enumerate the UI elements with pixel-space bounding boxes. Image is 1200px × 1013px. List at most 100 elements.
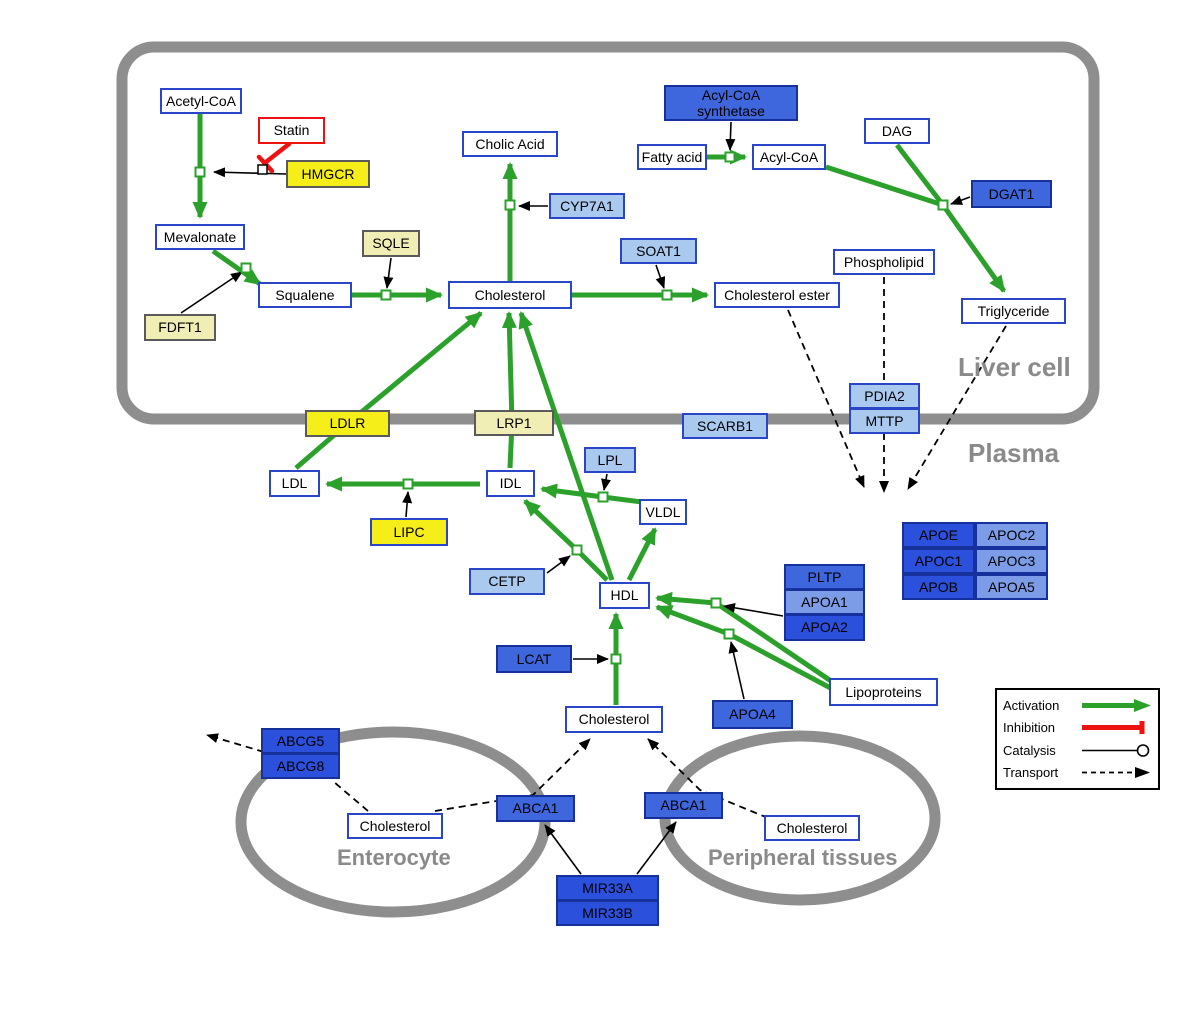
edge-hmgcr-catalysis (213, 167, 287, 178)
reaction-node (504, 199, 516, 211)
node-ldlr[interactable]: LDLR (305, 410, 390, 437)
node-mttp[interactable]: MTTP (849, 408, 920, 434)
edge-enterocyte-cholesterol-abcg (333, 781, 369, 812)
edge-soat1-catalysis (655, 264, 666, 289)
node-cholesterol-plasma[interactable]: Cholesterol (565, 706, 663, 733)
edge-hdl-cholesterol-liver (518, 311, 615, 581)
legend-catalysis-label: Catalysis (1003, 742, 1056, 758)
node-triglyceride[interactable]: Triglyceride (961, 298, 1066, 324)
node-lcat[interactable]: LCAT (496, 645, 572, 673)
node-lipoproteins[interactable]: Lipoproteins (829, 678, 938, 706)
node-cholesterol-enterocyte[interactable]: Cholesterol (347, 813, 443, 839)
reaction-node (724, 151, 736, 163)
edge-abcg-export (206, 733, 265, 753)
node-abca1-peripheral[interactable]: ABCA1 (644, 792, 723, 819)
node-ldl[interactable]: LDL (269, 470, 320, 497)
node-abcg5[interactable]: ABCG5 (261, 728, 340, 754)
reaction-node (380, 289, 392, 301)
edge-mevalonate-squalene (211, 248, 262, 287)
legend-row-inhibition: Inhibition (1003, 719, 1152, 737)
plasma-label: Plasma (968, 438, 1060, 468)
node-mir33b[interactable]: MIR33B (556, 900, 659, 926)
node-apob[interactable]: APOB (902, 574, 975, 600)
node-apoa4[interactable]: APOA4 (712, 700, 793, 729)
node-acyl-coa[interactable]: Acyl-CoA (752, 144, 826, 170)
node-sqle[interactable]: SQLE (362, 230, 420, 257)
node-dag[interactable]: DAG (864, 118, 930, 144)
reaction-node (240, 262, 252, 274)
node-acetyl-coa[interactable]: Acetyl-CoA (160, 88, 242, 114)
node-cholic-acid[interactable]: Cholic Acid (462, 131, 558, 157)
edge-apoa2-catalysis (723, 602, 784, 617)
edge-apoa4-catalysis (728, 641, 745, 700)
reaction-node (610, 653, 622, 665)
edge-lpl-catalysis (601, 473, 611, 491)
inhibition-tbar-icon (1082, 721, 1145, 735)
edge-lipc-catalysis (402, 491, 413, 518)
legend-row-transport: Transport (1003, 764, 1152, 782)
node-hdl[interactable]: HDL (599, 582, 650, 609)
statin-inhibition-tbar (256, 154, 275, 174)
node-acyl-coa-synthetase[interactable]: Acyl-CoA synthetase (664, 85, 798, 121)
node-phospholipid[interactable]: Phospholipid (833, 249, 935, 275)
node-soat1[interactable]: SOAT1 (620, 238, 697, 264)
catalysis-edges (180, 121, 971, 875)
node-cholesterol-peripheral[interactable]: Cholesterol (764, 815, 860, 841)
node-cetp[interactable]: CETP (469, 568, 545, 595)
node-vldl[interactable]: VLDL (639, 499, 687, 525)
edge-dgat1junction-triglyceride (940, 203, 1007, 293)
node-apoc1[interactable]: APOC1 (902, 548, 975, 574)
node-apoc3[interactable]: APOC3 (975, 548, 1048, 574)
liver-cell-label: Liver cell (958, 352, 1071, 382)
node-idl[interactable]: IDL (486, 470, 535, 497)
edge-statin-inhibition (263, 141, 292, 165)
reaction-node (661, 289, 673, 301)
reaction-node (194, 166, 206, 178)
node-apoa2[interactable]: APOA2 (784, 614, 865, 641)
node-pltp[interactable]: PLTP (784, 564, 865, 590)
edge-acylcoasynthetase-catalysis (725, 121, 736, 151)
node-mevalonate[interactable]: Mevalonate (155, 224, 245, 250)
inhibition-edges (256, 141, 292, 174)
node-apoa5[interactable]: APOA5 (975, 574, 1048, 600)
node-cholesterol-ester[interactable]: Cholesterol ester (714, 282, 840, 308)
reaction-node (723, 628, 735, 640)
node-abcg8[interactable]: ABCG8 (261, 753, 340, 779)
reaction-node (571, 544, 583, 556)
transport-arrow-icon (1082, 767, 1150, 779)
node-lpl[interactable]: LPL (584, 447, 636, 473)
edge-mir33-abca1-left (544, 824, 582, 875)
liver-cell-membrane (116, 41, 1100, 425)
node-apoe[interactable]: APOE (902, 522, 975, 548)
edge-mir33-abca1-right (636, 821, 677, 875)
reaction-node (402, 478, 414, 490)
node-hmgcr[interactable]: HMGCR (286, 160, 370, 188)
enterocyte-membrane (235, 726, 551, 918)
node-cholesterol-liver[interactable]: Cholesterol (448, 281, 572, 309)
node-cyp7a1[interactable]: CYP7A1 (549, 193, 625, 219)
node-statin[interactable]: Statin (258, 117, 325, 144)
node-apoc2[interactable]: APOC2 (975, 522, 1048, 548)
node-dgat1[interactable]: DGAT1 (971, 180, 1052, 208)
reaction-node (597, 491, 609, 503)
catalysis-circle-icon (1082, 743, 1150, 757)
reaction-node (710, 597, 722, 609)
node-mir33a[interactable]: MIR33A (556, 875, 659, 901)
node-pdia2[interactable]: PDIA2 (849, 383, 920, 409)
catalysis-modulation-node (257, 164, 268, 175)
node-fatty-acid[interactable]: Fatty acid (637, 144, 707, 170)
node-lrp1[interactable]: LRP1 (474, 410, 554, 436)
node-lipc[interactable]: LIPC (370, 518, 448, 546)
node-squalene[interactable]: Squalene (258, 282, 352, 308)
node-scarb1[interactable]: SCARB1 (682, 413, 768, 439)
edge-hdl-vldl (626, 527, 658, 582)
edge-ldl-cholesterol-via-ldlr (294, 311, 483, 470)
node-fdft1[interactable]: FDFT1 (144, 314, 216, 341)
node-apoa1[interactable]: APOA1 (784, 589, 865, 615)
edge-dag-dgat1junction (895, 143, 945, 207)
node-abca1-enterocyte[interactable]: ABCA1 (496, 795, 575, 822)
peripheral-tissues-label: Peripheral tissues (708, 845, 898, 870)
enterocyte-label: Enterocyte (337, 845, 451, 870)
